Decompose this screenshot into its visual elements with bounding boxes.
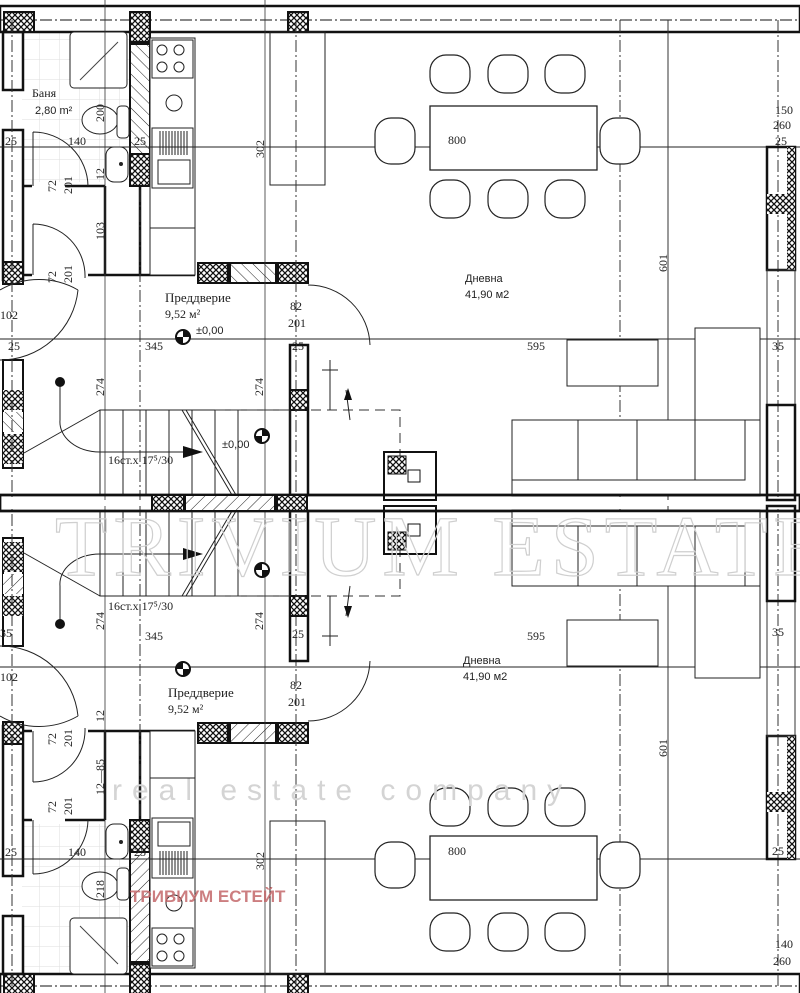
dim-wall: 35 [0, 626, 12, 640]
dim-door: 201 [61, 729, 75, 747]
upper-unit-labels: Баня 2,80 m² Преддверие 9,52 м² ±0,00 Дн… [0, 86, 793, 467]
dim-wall: 25 [772, 844, 784, 858]
dim-stair: 274 [93, 612, 107, 630]
dim-door: 201 [61, 265, 75, 283]
dim-living-depth: 601 [656, 254, 670, 272]
living-area: 41,90 м2 [463, 671, 507, 683]
dim-door: 102 [0, 308, 18, 322]
dim-door: 82 [290, 299, 302, 313]
dim-stair: 274 [252, 612, 266, 630]
stair-label: 16ст.х 17⁵/30 [108, 453, 173, 467]
dim-door: 201 [288, 316, 306, 330]
watermark-brand: TRIVIUM ESTATE [55, 498, 800, 594]
dim-door: 82 [290, 678, 302, 692]
dim-wall: 25 [5, 845, 17, 859]
dim-door: 72 [45, 733, 59, 745]
dim: 12 [93, 168, 107, 180]
dim-wall: 25 [292, 339, 304, 353]
dim-living: 595 [527, 339, 545, 353]
dim-door: 201 [61, 176, 75, 194]
dim-door: 72 [45, 271, 59, 283]
entrance-level: ±0,00 [196, 325, 223, 337]
dim-closet: 103 [93, 222, 107, 240]
entrance-area: 9,52 м² [168, 702, 204, 716]
dim-closet: 12—85 [93, 759, 107, 795]
stair-level: ±0,00 [222, 439, 249, 451]
lower-unit-labels: Преддверие 9,52 м² Дневна 41,90 м2 16ст.… [0, 599, 793, 968]
entrance-name: Преддверие [165, 290, 231, 305]
dim-wall: 25 [134, 134, 146, 148]
living-area: 41,90 м2 [465, 289, 509, 301]
dim: 12 [93, 710, 107, 722]
dim-wall: 25 [5, 134, 17, 148]
stair-label: 16ст.х 17⁵/30 [108, 599, 173, 613]
dim-door: 201 [288, 695, 306, 709]
dim-wall: 35 [772, 625, 784, 639]
dim-wall: 25 [8, 339, 20, 353]
dim-door: 102 [0, 670, 18, 684]
dim-wall: 35 [772, 339, 784, 353]
entrance-area: 9,52 м² [165, 307, 201, 321]
dim-bath-width: 140 [68, 134, 86, 148]
dim-entrance: 345 [145, 629, 163, 643]
dim-kitchen: 302 [253, 852, 267, 870]
dim-wall: 25 [134, 845, 146, 859]
dim-bath-length: 218 [93, 880, 107, 898]
dim-wall: 25 [292, 627, 304, 641]
watermark-tagline: real estate company [112, 774, 572, 807]
bathroom-area: 2,80 m² [35, 105, 73, 117]
dim-door: 72 [45, 180, 59, 192]
dim-stair: 274 [252, 378, 266, 396]
dim-window: 150 [775, 103, 793, 117]
dim-door: 72 [45, 801, 59, 813]
dim-window: 260 [773, 954, 791, 968]
upper-unit-drawing [0, 0, 800, 513]
dim-table: 800 [448, 133, 466, 147]
bathroom-name: Баня [32, 86, 57, 100]
living-name: Дневна [463, 655, 502, 667]
entrance-name: Преддверие [168, 685, 234, 700]
dim-kitchen: 302 [253, 140, 267, 158]
dim-living-depth: 601 [656, 739, 670, 757]
dim-entrance: 345 [145, 339, 163, 353]
dim-window: 260 [773, 118, 791, 132]
dim-door: 201 [61, 797, 75, 815]
dim-wall: 25 [775, 134, 787, 148]
dim-stair: 274 [93, 378, 107, 396]
dim-living: 595 [527, 629, 545, 643]
dim-window: 140 [775, 937, 793, 951]
dim-bath-width: 140 [68, 845, 86, 859]
living-name: Дневна [465, 273, 504, 285]
dim-bath-length: 200 [93, 104, 107, 122]
agency-label: ТРИВИУМ ЕСТЕЙТ [130, 887, 286, 906]
dim-table: 800 [448, 844, 466, 858]
